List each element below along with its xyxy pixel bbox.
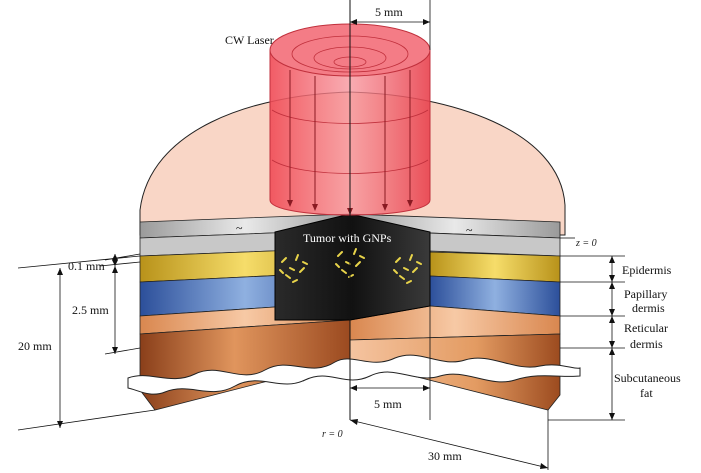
gnp-cluster-left <box>279 254 308 283</box>
z-zero-label: z = 0 <box>575 238 597 249</box>
tumor-region <box>274 213 431 321</box>
tumor-label: Tumor with GNPs <box>303 231 392 245</box>
radius-30mm-label: 30 mm <box>428 449 462 463</box>
r-zero-label: r = 0 <box>322 429 343 440</box>
dim-2.5mm-label: 2.5 mm <box>72 303 109 317</box>
label-epidermis: Epidermis <box>622 263 672 277</box>
laser-label: CW Laser <box>225 33 274 47</box>
tilde-right: ~ <box>466 223 473 237</box>
dim-20mm-label: 20 mm <box>18 339 52 353</box>
break-wave <box>127 354 581 395</box>
tumor-radius-label: 5 mm <box>374 397 402 411</box>
label-papillary-2: dermis <box>632 301 665 315</box>
label-subcut-1: Subcutaneous <box>614 371 681 385</box>
label-papillary-1: Papillary <box>624 287 667 301</box>
label-reticular-1: Reticular <box>624 321 668 335</box>
label-subcut-2: fat <box>640 386 653 400</box>
tilde-left: ~ <box>236 221 243 235</box>
gnp-cluster-right <box>393 254 422 284</box>
label-reticular-2: dermis <box>630 337 663 351</box>
dim-0.1mm-label: 0.1 mm <box>68 259 105 273</box>
beam-width-label: 5 mm <box>375 5 403 19</box>
